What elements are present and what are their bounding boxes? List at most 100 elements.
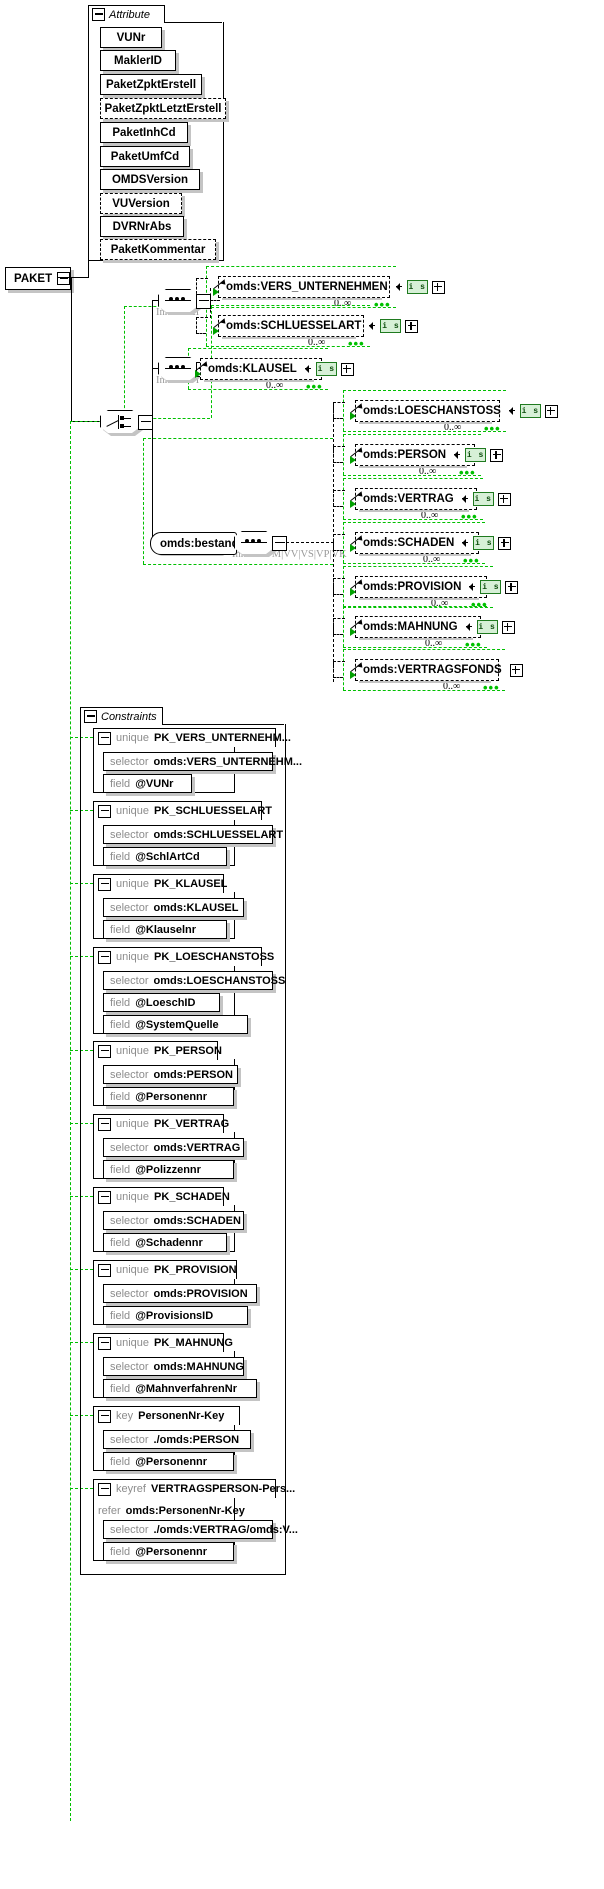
- collapse-minus-icon[interactable]: [98, 1044, 111, 1058]
- element-expand-icon[interactable]: [490, 448, 504, 462]
- sequence-dot-0: [169, 297, 173, 301]
- ref-frame-dots: •••: [465, 637, 482, 652]
- attribute-paketumfcd[interactable]: PaketUmfCd: [100, 146, 190, 167]
- element-expand-icon[interactable]: [509, 663, 523, 677]
- attribute-vunr[interactable]: VUNr: [100, 27, 162, 48]
- element-expand-icon[interactable]: [505, 580, 519, 594]
- incoming-arrow-icon: [214, 280, 224, 290]
- attribute-dvrnrabs[interactable]: DVRNrAbs: [100, 216, 184, 237]
- element-expand-icon[interactable]: [501, 620, 515, 634]
- constraint-7-field-0[interactable]: field@ProvisionsID: [103, 1306, 248, 1325]
- constraint-3-field-1[interactable]: field@SystemQuelle: [103, 1015, 248, 1034]
- constraint-9-selector[interactable]: selector./omds:PERSON: [103, 1430, 251, 1449]
- element-expand-icon[interactable]: [405, 319, 419, 333]
- element-expand-icon[interactable]: [431, 280, 445, 294]
- constraint-2-field-0[interactable]: field@Klauselnr: [103, 920, 227, 939]
- compositor-stub[interactable]: [138, 415, 153, 430]
- collapse-minus-icon[interactable]: [98, 1336, 111, 1350]
- collapse-minus-icon[interactable]: [84, 710, 97, 723]
- element-expand-icon[interactable]: [340, 362, 354, 376]
- field-value: @ProvisionsID: [135, 1309, 214, 1322]
- collapse-minus-icon[interactable]: [98, 1482, 111, 1496]
- selector-label: selector: [110, 974, 149, 987]
- constraint-5-field-0[interactable]: field@Polizzennr: [103, 1160, 234, 1179]
- attribute-paketinhcd[interactable]: PaketInhCd: [100, 122, 188, 143]
- field-label: field: [110, 996, 131, 1009]
- element-expand-icon[interactable]: [498, 536, 512, 550]
- compositor-stub[interactable]: [196, 294, 211, 309]
- sequence-compositor-ai[interactable]: [158, 289, 211, 315]
- attribute-paketzpkterstell[interactable]: PaketZpktErstell: [100, 74, 202, 95]
- attribute-group-header[interactable]: Attribute: [88, 5, 165, 23]
- type-badge-icon: i s: [472, 492, 494, 506]
- collapse-minus-icon[interactable]: [98, 731, 111, 745]
- attribute-maklerid[interactable]: MaklerID: [100, 50, 176, 71]
- constraint-10-selector[interactable]: selector./omds:VERTRAG/omds:V...: [103, 1520, 298, 1539]
- constraints-group-header[interactable]: Constraints: [80, 707, 163, 725]
- constraint-9-field-0[interactable]: field@Personennr: [103, 1452, 234, 1471]
- model-group-bestand[interactable]: omds:bestand: [150, 532, 257, 555]
- element-vertragsfonds[interactable]: omds:VERTRAGSFONDS: [355, 659, 523, 681]
- compositor-stub[interactable]: [272, 536, 287, 551]
- attribute-vuversion[interactable]: VUVersion: [100, 193, 182, 214]
- attribute-paketzpktletzterstell[interactable]: PaketZpktLetztErstell: [100, 98, 226, 119]
- root-element-paket[interactable]: PAKET: [5, 267, 71, 290]
- branch-ai-frame-bottom: [124, 418, 210, 419]
- constraint-1-field-0[interactable]: field@SchlArtCd: [103, 847, 227, 866]
- collapse-minus-icon[interactable]: [98, 804, 111, 818]
- collapse-minus-icon[interactable]: [98, 950, 111, 964]
- constraint-4-field-0[interactable]: field@Personennr: [103, 1087, 234, 1106]
- element-expand-icon[interactable]: [544, 404, 558, 418]
- collapse-minus-icon[interactable]: [92, 8, 105, 21]
- collapse-minus-icon[interactable]: [98, 1117, 111, 1131]
- sequence-compositor-bestand[interactable]: [234, 531, 287, 557]
- constraint-8-field-0[interactable]: field@MahnverfahrenNr: [103, 1379, 257, 1398]
- constraint-3-field-0[interactable]: field@LoeschID: [103, 993, 220, 1012]
- collapse-minus-icon[interactable]: [98, 877, 111, 891]
- ref-marker-icon: [350, 456, 356, 464]
- paket-collapse-icon[interactable]: [57, 272, 71, 285]
- constraint-10-field-0[interactable]: field@Personennr: [103, 1542, 234, 1561]
- constraint-6-field-0[interactable]: field@Schadennr: [103, 1233, 227, 1252]
- constraint-name: PK_MAHNUNG: [154, 1337, 233, 1349]
- choice-compositor[interactable]: [100, 410, 153, 436]
- collapse-minus-icon[interactable]: [98, 1190, 111, 1204]
- element-expand-icon[interactable]: [497, 492, 511, 506]
- attribute-paketkommentar[interactable]: PaketKommentar: [100, 239, 216, 260]
- constraint-name: PK_SCHADEN: [154, 1191, 230, 1203]
- collapse-minus-icon[interactable]: [98, 1263, 111, 1277]
- attribute-omdsversion[interactable]: OMDSVersion: [100, 169, 200, 190]
- collapse-minus-icon[interactable]: [98, 1409, 111, 1423]
- element-label: omds:KLAUSEL: [208, 363, 297, 375]
- constraint-0-field-0[interactable]: field@VUNr: [103, 774, 192, 793]
